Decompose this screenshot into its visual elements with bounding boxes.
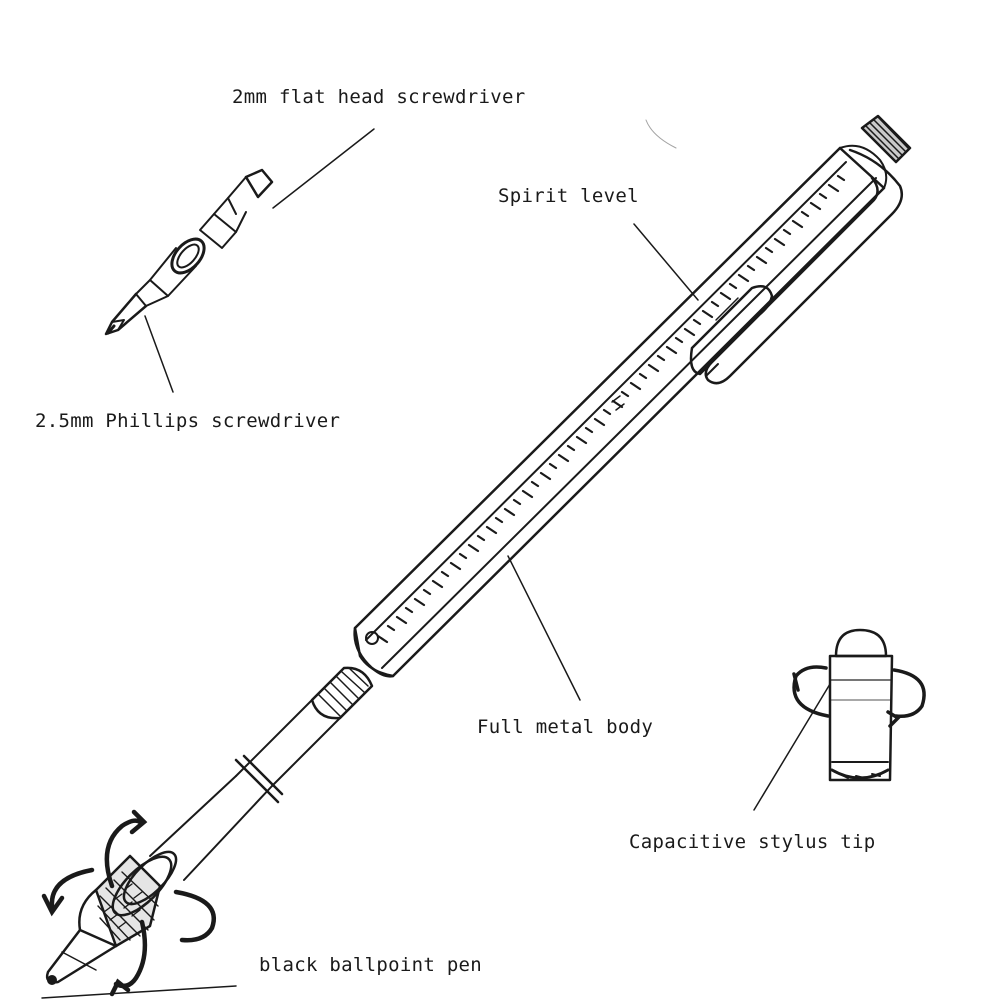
- label-flat-head-screwdriver: 2mm flat head screwdriver: [232, 86, 526, 108]
- pen-tip-section: [45, 666, 374, 985]
- label-black-ballpoint-pen: black ballpoint pen: [259, 954, 483, 976]
- phillips-leader: [144, 315, 174, 393]
- spirit-level-leader: [633, 223, 699, 301]
- label-capacitive-stylus-tip: Capacitive stylus tip: [629, 831, 876, 853]
- label-spirit-level: Spirit level: [498, 185, 639, 207]
- pen-barrel: [353, 114, 912, 678]
- label-full-metal-body: Full metal body: [477, 716, 654, 738]
- rotation-arrows-tip: [41, 809, 216, 997]
- flat-head-leader: [272, 128, 375, 209]
- stylus-leader: [753, 683, 831, 811]
- metal-body-leader: [507, 555, 581, 701]
- ballpoint-underline: [41, 985, 237, 999]
- rotation-arrows-stylus: [792, 665, 926, 728]
- screwdriver-bit: [104, 168, 274, 336]
- ruler-scale: [376, 174, 846, 644]
- label-phillips-screwdriver: 2.5mm Phillips screwdriver: [35, 410, 341, 432]
- stylus-tip: [828, 628, 894, 782]
